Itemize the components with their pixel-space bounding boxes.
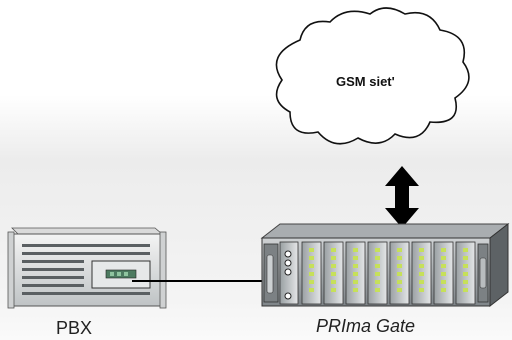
status-led xyxy=(309,264,314,268)
status-led xyxy=(397,288,402,292)
gsm-module xyxy=(455,241,476,305)
status-led xyxy=(353,272,358,276)
status-led xyxy=(309,288,314,292)
gsm-module xyxy=(367,241,388,305)
status-led xyxy=(463,288,468,292)
gateway-cloud-double-arrow xyxy=(385,166,419,228)
prima-gate-label: PRIma Gate xyxy=(316,316,416,336)
status-led xyxy=(375,280,380,284)
status-led xyxy=(375,272,380,276)
gsm-module xyxy=(301,241,322,305)
status-led xyxy=(397,272,402,276)
status-led xyxy=(331,256,336,260)
gsm-module xyxy=(389,241,410,305)
status-led xyxy=(397,264,402,268)
status-led xyxy=(419,264,424,268)
status-led xyxy=(353,264,358,268)
pbx-device xyxy=(7,227,167,309)
pbx-vent-slots xyxy=(22,244,150,295)
prima-gate-device xyxy=(260,222,510,308)
control-module xyxy=(279,241,299,305)
status-led xyxy=(353,288,358,292)
status-led xyxy=(441,256,446,260)
status-led xyxy=(463,280,468,284)
status-led xyxy=(397,280,402,284)
pbx-interface-card xyxy=(91,260,151,289)
status-led xyxy=(331,288,336,292)
status-led xyxy=(331,280,336,284)
gsm-network-label: GSM siet' xyxy=(336,74,395,89)
gsm-module xyxy=(411,241,432,305)
status-led xyxy=(375,264,380,268)
status-led xyxy=(463,256,468,260)
status-led xyxy=(419,248,424,252)
status-led xyxy=(441,288,446,292)
status-led xyxy=(309,256,314,260)
status-led xyxy=(353,280,358,284)
status-led xyxy=(375,288,380,292)
status-led xyxy=(463,272,468,276)
gsm-modules xyxy=(301,241,476,305)
status-led xyxy=(463,248,468,252)
status-led xyxy=(309,280,314,284)
status-led xyxy=(419,272,424,276)
status-led xyxy=(419,256,424,260)
gsm-module xyxy=(323,241,344,305)
status-led xyxy=(309,248,314,252)
status-led xyxy=(353,256,358,260)
status-led xyxy=(309,272,314,276)
status-led xyxy=(331,264,336,268)
gsm-cloud xyxy=(275,7,470,145)
status-led xyxy=(419,288,424,292)
status-led xyxy=(353,248,358,252)
pbx-label: PBX xyxy=(56,318,93,338)
status-led xyxy=(441,248,446,252)
gsm-module xyxy=(433,241,454,305)
status-led xyxy=(441,272,446,276)
status-led xyxy=(441,264,446,268)
status-led xyxy=(375,248,380,252)
status-led xyxy=(331,272,336,276)
status-led xyxy=(441,280,446,284)
status-led xyxy=(397,256,402,260)
status-led xyxy=(331,248,336,252)
status-led xyxy=(375,256,380,260)
gsm-module xyxy=(345,241,366,305)
status-led xyxy=(463,264,468,268)
status-led xyxy=(419,280,424,284)
status-led xyxy=(397,248,402,252)
